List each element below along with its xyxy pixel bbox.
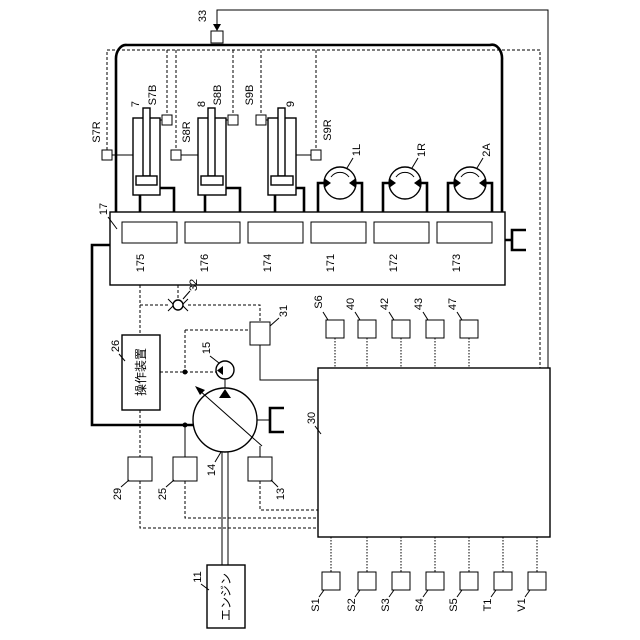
label-pilot-pressure-sensor: 31 <box>278 305 290 317</box>
label-s8r: S8R <box>181 121 193 142</box>
pilot-pressure-sensor <box>250 322 270 345</box>
label-pilot-pump: 15 <box>201 342 213 354</box>
operating-device-text: 操作装置 <box>133 348 148 396</box>
label-control-valve: 17 <box>98 203 110 215</box>
label-spool-171: 171 <box>325 254 337 272</box>
label-spool-173: 173 <box>451 254 463 272</box>
label-spool-176: 176 <box>199 254 211 272</box>
label-upper-input-s6: S6 <box>313 295 325 308</box>
label-s8b: S8B <box>212 85 224 106</box>
label-cylinder-7: 7 <box>130 101 142 107</box>
label-s7b: S7B <box>147 85 159 106</box>
label-s9r: S9R <box>322 119 334 140</box>
label-cylinder-8: 8 <box>196 101 208 107</box>
label-upper-input-47: 47 <box>447 298 459 310</box>
label-cylinder-9: 9 <box>285 101 297 107</box>
label-lower-input-s5: S5 <box>448 598 460 611</box>
spool-172 <box>374 222 429 243</box>
label-lower-input-s2: S2 <box>346 598 358 611</box>
sensor-25 <box>173 457 197 481</box>
sensor-13 <box>248 457 272 481</box>
controller <box>318 368 550 537</box>
label-upper-input-42: 42 <box>379 298 391 310</box>
label-upper-input-40: 40 <box>345 298 357 310</box>
sensor-s9r <box>311 150 321 160</box>
spool-174 <box>248 222 303 243</box>
sensor-s7r <box>102 150 112 160</box>
sensor-29 <box>128 457 152 481</box>
engine-text: エンジン <box>219 573 233 621</box>
label-engine: 11 <box>192 571 204 582</box>
label-lower-input-s1: S1 <box>310 598 322 611</box>
label-lower-input-s3: S3 <box>380 598 392 611</box>
label-upper-input-43: 43 <box>413 298 425 310</box>
label-shuttle-valve: 32 <box>188 279 200 291</box>
label-spool-175: 175 <box>135 254 147 272</box>
label-motor-1l: 1L <box>351 144 363 156</box>
sensor-s8r <box>171 150 181 160</box>
label-s7r: S7R <box>91 121 103 142</box>
label-s9b: S9B <box>244 85 256 106</box>
label-33: 33 <box>197 10 209 22</box>
label-spool-174: 174 <box>262 254 274 272</box>
label-lower-input-v1: V1 <box>516 598 528 611</box>
label-sensor-13: 13 <box>275 488 287 500</box>
label-operating-device: 26 <box>110 340 122 352</box>
spool-175 <box>122 222 177 243</box>
label-sensor-25: 25 <box>157 488 169 500</box>
label-sensor-29: 29 <box>112 488 124 500</box>
label-lower-input-s4: S4 <box>414 598 426 611</box>
label-motor-1r: 1R <box>416 143 428 157</box>
pressure-sensor-33 <box>211 31 223 43</box>
label-controller: 30 <box>306 412 318 424</box>
sensor-s9b <box>256 115 266 125</box>
junction-dot-pilot <box>183 370 188 375</box>
spool-171 <box>311 222 366 243</box>
label-main-pump: 14 <box>206 464 218 476</box>
label-lower-input-t1: T1 <box>482 599 494 612</box>
sensor-s8b <box>228 115 238 125</box>
label-spool-172: 172 <box>388 254 400 272</box>
spool-173 <box>437 222 492 243</box>
sensor-s7b <box>162 115 172 125</box>
spool-176 <box>185 222 240 243</box>
label-motor-2a: 2A <box>481 143 493 157</box>
